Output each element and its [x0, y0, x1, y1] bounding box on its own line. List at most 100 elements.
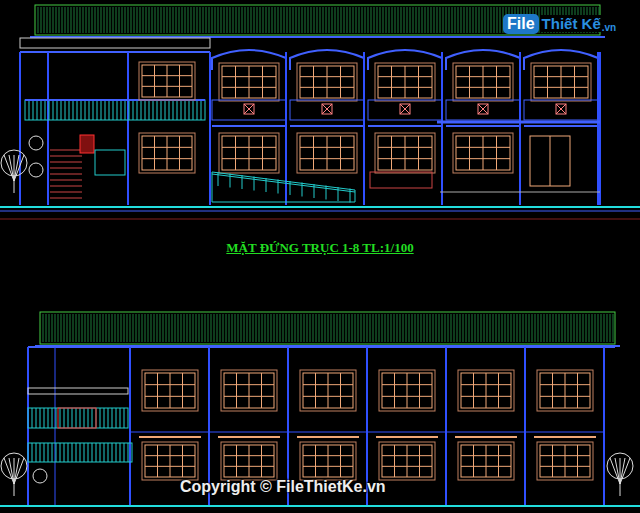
drawing-line [334, 314, 335, 342]
drawing-line [473, 7, 474, 33]
drawing-line [378, 158, 432, 159]
window [456, 136, 510, 170]
drawing-line [227, 7, 228, 33]
drawing-line [107, 7, 108, 33]
drawing-line [0, 211, 640, 212]
drawing-line [268, 314, 269, 342]
balcony-ornament [556, 104, 566, 114]
drawing-line [83, 7, 84, 33]
drawing-line [326, 186, 327, 200]
drawing-line [65, 100, 66, 120]
drawing-line [565, 445, 566, 477]
drawing-line [92, 443, 93, 462]
drawing-line [193, 100, 194, 120]
drawing-line [109, 100, 110, 120]
drawing-line [540, 466, 590, 467]
drawing-line [50, 198, 82, 199]
drawing-line [92, 7, 93, 33]
drawing-line [289, 314, 290, 342]
drawing-line [303, 396, 353, 397]
drawing-line [152, 7, 153, 33]
drawing-line [113, 7, 114, 33]
drawing-line [244, 314, 245, 342]
window-frame [142, 370, 198, 411]
drawing-line [85, 100, 86, 120]
drawing-line [0, 505, 640, 507]
drawing-line [218, 172, 219, 186]
drawing-line [364, 314, 365, 342]
drawing-line [599, 52, 601, 205]
drawing-line [223, 314, 224, 342]
drawing-line [56, 7, 57, 33]
drawing-line [100, 443, 101, 462]
window-frame [142, 442, 198, 480]
drawing-line [419, 7, 420, 33]
drawing-line [121, 314, 122, 342]
drawing-line [52, 408, 53, 428]
drawing-line [328, 373, 329, 408]
drawing-line [211, 314, 212, 342]
drawing-line [124, 314, 125, 342]
drawing-line [353, 7, 354, 33]
drawing-line [376, 314, 377, 342]
drawing-line [169, 314, 170, 342]
drawing-line [56, 443, 57, 462]
drawing-line [281, 7, 282, 33]
drawing-line [151, 314, 152, 342]
drawing-line [70, 314, 71, 342]
drawing-line [535, 314, 536, 342]
drawing-line [89, 7, 90, 33]
drawing-line [29, 100, 30, 120]
drawing-line [200, 7, 201, 33]
drawing-line [179, 7, 180, 33]
drawing-line [68, 443, 69, 462]
drawing-line [301, 314, 302, 342]
drawing-line [72, 443, 73, 462]
window-frame [221, 442, 277, 480]
drawing-line [400, 104, 410, 114]
drawing-line [300, 87, 354, 88]
drawing-line [185, 100, 186, 120]
drawing-line [104, 7, 105, 33]
drawing-line [50, 150, 82, 151]
drawing-line [322, 104, 332, 114]
drawing-line [170, 445, 171, 477]
drawing-line [382, 384, 432, 385]
drawing-line [56, 408, 57, 428]
drawing-line [235, 314, 236, 342]
drawing-line [72, 408, 73, 428]
drawing-line [534, 436, 596, 438]
drawing-line [437, 7, 438, 33]
drawing-line [494, 7, 495, 33]
drawing-line [261, 445, 262, 477]
drawing-line [187, 314, 188, 342]
drawing-line [32, 408, 33, 428]
drawing-line [395, 7, 396, 33]
drawing-line [604, 314, 605, 342]
drawing-line [14, 458, 19, 484]
drawing-line [359, 7, 360, 33]
drawing-line [145, 396, 195, 397]
drawing-line [483, 66, 484, 98]
drawing-line [335, 7, 336, 33]
drawing-line [142, 314, 143, 342]
drawing-line [50, 180, 82, 181]
drawing-line [50, 168, 82, 169]
drawing-title: MẶT ĐỨNG TRỤC 1-8 TL:1/100 [0, 240, 640, 256]
drawing-line [67, 314, 68, 342]
drawing-line [50, 192, 82, 193]
drawing-line [238, 314, 239, 342]
drawing-line [322, 314, 323, 342]
drawing-line [157, 100, 158, 120]
drawing-line [125, 100, 126, 120]
drawing-line [50, 7, 51, 33]
drawing-line [36, 443, 37, 462]
drawing-line [517, 314, 518, 342]
drawing-line [446, 7, 447, 33]
drawing-line [139, 436, 201, 438]
drawing-line [157, 314, 158, 342]
drawing-line [248, 7, 249, 33]
drawing-line [80, 7, 81, 33]
drawing-line [142, 158, 192, 159]
window [378, 66, 432, 98]
